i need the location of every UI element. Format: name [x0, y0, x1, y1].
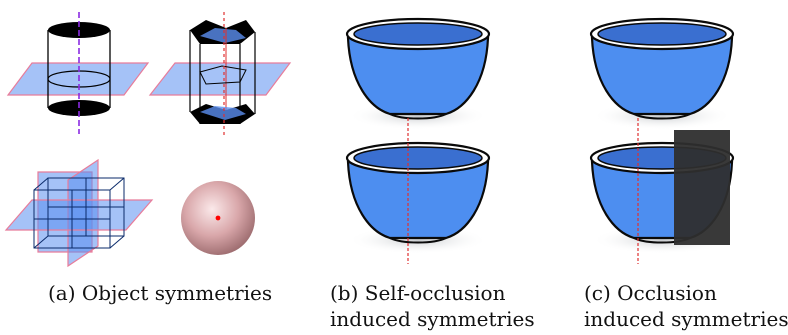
prism-symmetry-plane: [148, 62, 292, 96]
cup-occluded-c: [589, 118, 735, 264]
panel-self-occlusion: [345, 17, 491, 264]
caption-occlusion-line1: (c) Occlusion: [584, 281, 717, 305]
caption-occlusion-line2: induced symmetries: [584, 307, 788, 331]
caption-self-occlusion-line2: induced symmetries: [330, 307, 535, 331]
caption-object-symmetries: (a) Object symmetries: [48, 281, 273, 305]
occluder-box: [674, 130, 730, 245]
cup-with-handle-top-c: [589, 17, 735, 132]
pentagonal-prism-diagram: [148, 12, 292, 138]
cylinder-bottom-face: [48, 100, 110, 116]
cylinder-diagram: [6, 12, 150, 134]
cup-handle-hidden-b: [345, 118, 491, 264]
panel-object-symmetries: [4, 12, 292, 268]
cylinder-symmetry-plane: [6, 62, 150, 96]
sphere-diagram: [181, 181, 255, 255]
caption-self-occlusion-line1: (b) Self-occlusion: [330, 281, 506, 305]
cube-diagram: [4, 158, 154, 268]
cube-horizontal-plane: [4, 199, 154, 231]
cup-with-handle-top-b: [345, 17, 491, 132]
panel-occlusion: [589, 17, 735, 264]
sphere-center-point: [215, 215, 221, 221]
